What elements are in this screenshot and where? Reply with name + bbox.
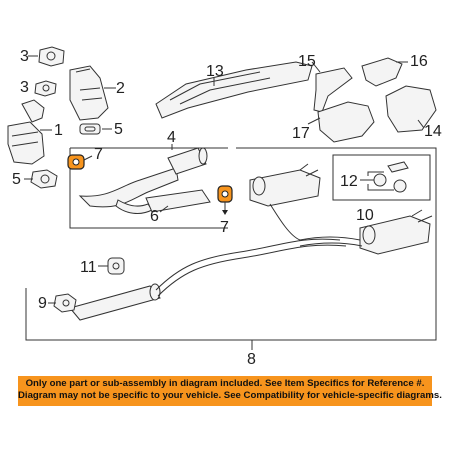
part-11-hanger: [98, 257, 125, 275]
callout-12: 12: [340, 173, 358, 190]
callout-7-left: 7: [94, 146, 103, 163]
callout-4: 4: [167, 129, 176, 146]
callout-6: 6: [150, 208, 159, 225]
part-13-heat-shield: [155, 61, 313, 119]
part-16-bracket: [361, 57, 408, 87]
part-2-converter: [69, 65, 116, 121]
part-3-gasket: [28, 46, 65, 67]
part-6-heat-shield: [145, 189, 211, 213]
part-5-gasket-right: [79, 123, 112, 135]
callout-3b: 3: [20, 79, 29, 96]
callout-14: 14: [424, 123, 442, 140]
part-15-bracket: [311, 61, 353, 113]
part-12-clamps: [360, 161, 409, 193]
callout-1: 1: [54, 122, 63, 139]
callout-3: 3: [20, 48, 29, 65]
callout-2: 2: [116, 80, 125, 97]
callout-9: 9: [38, 295, 47, 312]
callout-10: 10: [356, 207, 374, 224]
callout-13: 13: [206, 63, 224, 80]
disclaimer-line-1: Only one part or sub-assembly in diagram…: [25, 378, 425, 389]
part-gasket-small: [34, 80, 57, 97]
group-box-10: [332, 154, 431, 201]
part-1-converter: [7, 99, 52, 165]
part-14-heat-shield: [385, 85, 437, 133]
callout-8: 8: [247, 351, 256, 368]
callout-16: 16: [410, 53, 428, 70]
callout-11: 11: [80, 259, 97, 276]
disclaimer-line-2: Diagram may not be specific to your vehi…: [18, 390, 442, 401]
disclaimer-banner: Only one part or sub-assembly in diagram…: [18, 376, 442, 406]
part-8-exhaust-system: [69, 163, 433, 350]
group-box-8: [25, 147, 437, 341]
callout-5-left: 5: [12, 171, 21, 188]
callout-7-right: 7: [220, 219, 229, 236]
part-9-gasket: [48, 293, 77, 313]
callout-17: 17: [292, 125, 310, 142]
part-5-gasket-left: [24, 169, 58, 189]
callout-5-right: 5: [114, 121, 123, 138]
part-4-front-pipe: [78, 144, 208, 214]
callout-15: 15: [298, 53, 316, 70]
part-7-hanger-left-highlighted: [67, 154, 93, 170]
part-17-heat-shield: [307, 101, 375, 143]
part-7-hanger-right-highlighted: [217, 185, 233, 215]
